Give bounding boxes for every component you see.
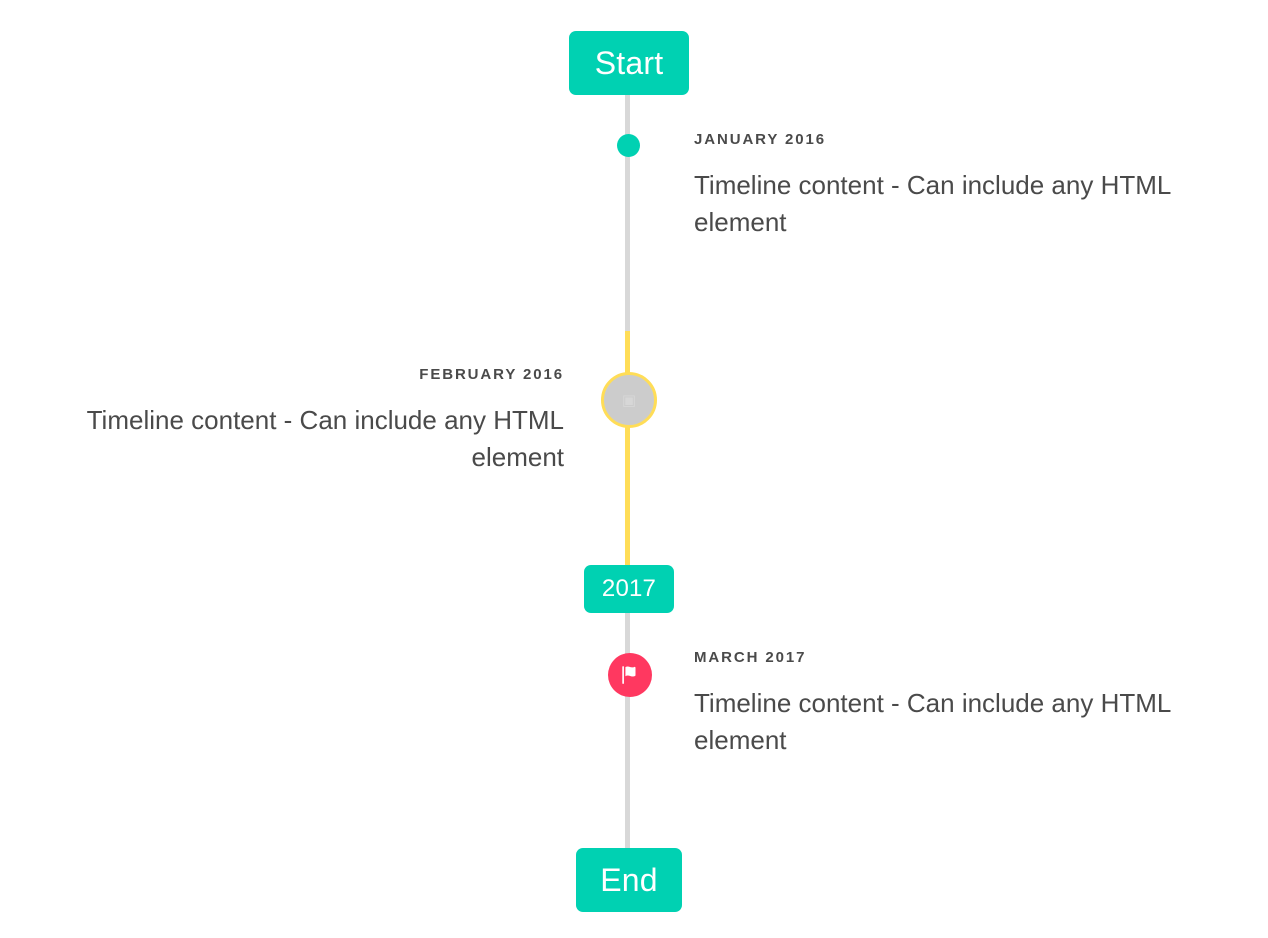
timeline-line-segment-bottom [625, 613, 630, 850]
flag-icon [622, 666, 636, 684]
timeline-start-badge[interactable]: Start [569, 31, 689, 95]
timeline-end-badge[interactable]: End [576, 848, 682, 912]
timeline-entry-body: Timeline content - Can include any HTML … [694, 688, 1171, 755]
image-placeholder-icon: ▣ [621, 390, 637, 409]
timeline-entry-date: January 2016 [694, 131, 827, 148]
timeline-entry-date: February 2016 [419, 366, 564, 383]
timeline-entry-march: March 2017 Timeline content - Can includ… [694, 649, 1216, 759]
timeline-entry-body: Timeline content - Can include any HTML … [694, 170, 1171, 237]
timeline-entry-body: Timeline content - Can include any HTML … [86, 405, 564, 472]
timeline-entry-january: January 2016 Timeline content - Can incl… [694, 131, 1216, 241]
timeline-entry-date: March 2017 [694, 649, 807, 666]
timeline-line-segment-top [625, 94, 630, 331]
timeline-line-segment-highlight [625, 331, 630, 565]
timeline-entry-february: February 2016 Timeline content - Can inc… [42, 366, 564, 476]
timeline-divider-badge-2017[interactable]: 2017 [584, 565, 674, 613]
timeline-marker-march[interactable] [608, 653, 652, 697]
timeline-marker-february[interactable]: ▣ [601, 372, 657, 428]
timeline-marker-january[interactable] [617, 134, 640, 157]
